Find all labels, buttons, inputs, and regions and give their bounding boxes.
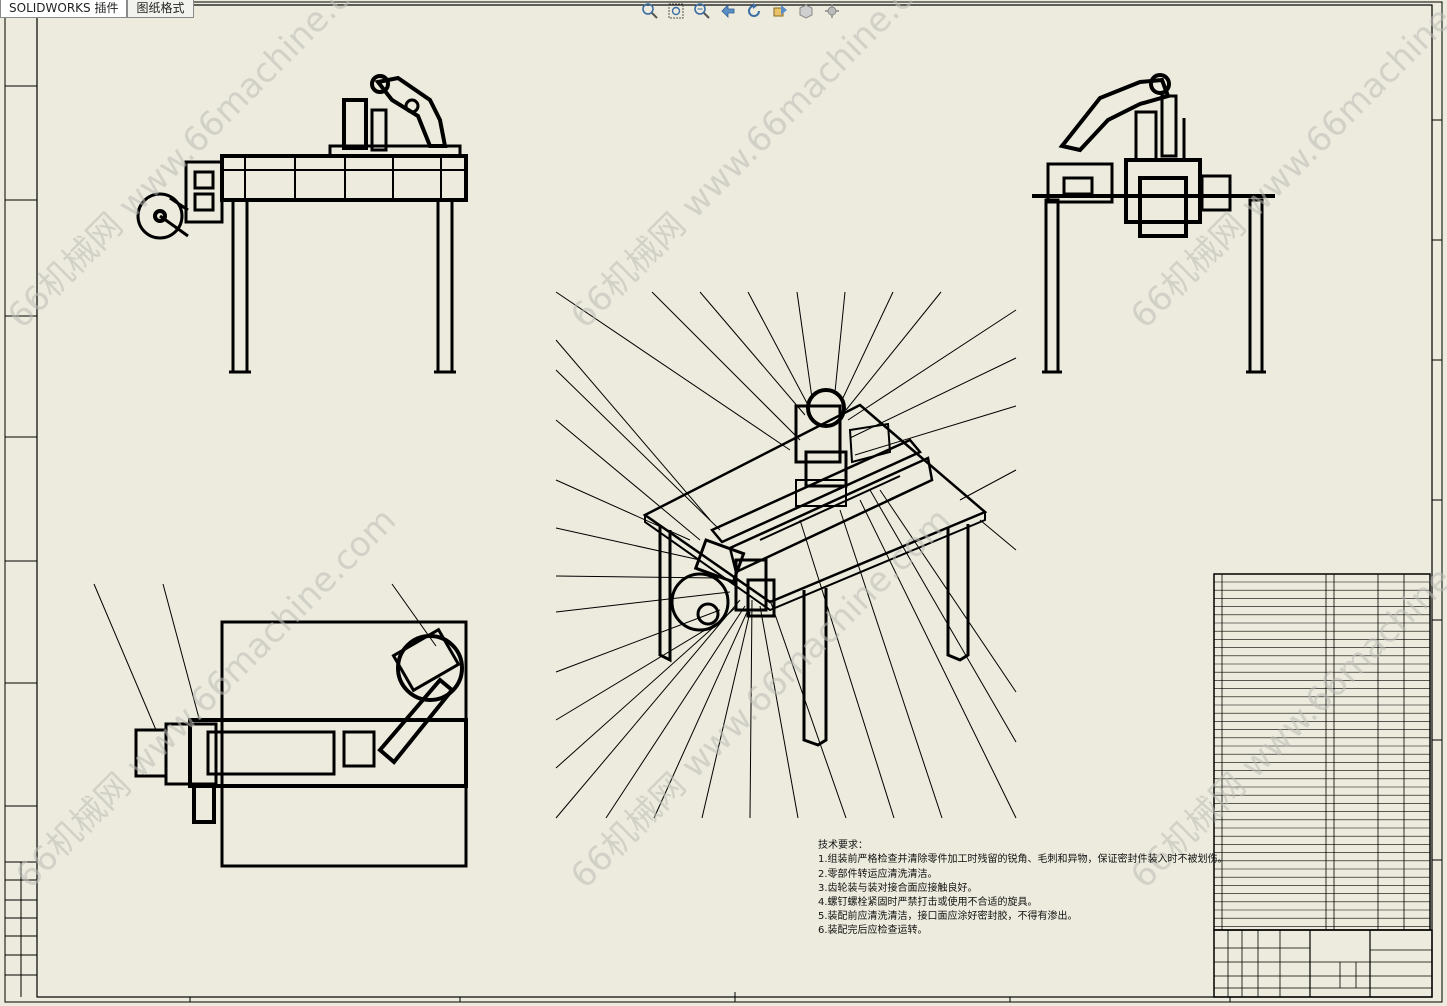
title-block — [1213, 929, 1433, 998]
tab-sheet-format[interactable]: 图纸格式 — [127, 0, 194, 18]
tab-solidworks-addins[interactable]: SOLIDWORKS 插件 — [0, 0, 128, 18]
pan-icon[interactable] — [770, 2, 790, 20]
watermark-text: 66机械网 www.66machine.com — [1123, 0, 1447, 336]
bottom-zone-strip — [189, 992, 1231, 1002]
watermark-text: 66机械网 www.66machine.com — [563, 0, 959, 336]
heads-up-view-toolbar — [640, 2, 842, 20]
isometric-view — [555, 291, 1017, 819]
tech-note: 2.零部件转运应清洗清洁。 — [818, 867, 938, 880]
side-view — [1032, 73, 1275, 374]
sheet-tabs: SOLIDWORKS 插件 图纸格式 — [0, 0, 194, 18]
tech-note: 1.组装前严格检查并清除零件加工时残留的锐角、毛刺和异物，保证密封件装入时不被划… — [818, 852, 1228, 865]
tech-note: 3.齿轮装与装对接合面应接触良好。 — [818, 881, 978, 894]
zoom-to-fit-icon[interactable] — [640, 2, 660, 20]
previous-view-icon[interactable] — [718, 2, 738, 20]
watermark-text: 66机械网 www.66machine.com — [8, 500, 404, 896]
watermark-text: 66机械网 www.66machine.com — [1123, 500, 1447, 896]
watermark-text: 66机械网 www.66machine.com — [0, 0, 396, 336]
bom-table — [1213, 573, 1431, 931]
view-settings-icon[interactable] — [822, 2, 842, 20]
rotate-view-icon[interactable] — [744, 2, 764, 20]
display-style-icon[interactable] — [796, 2, 816, 20]
sheet-outer-border — [4, 1, 1443, 1003]
left-zone-strip — [5, 85, 37, 997]
tech-note: 5.装配前应清洗清洁，接口面应涂好密封胶，不得有渗出。 — [818, 909, 1078, 922]
right-zone-strip — [1432, 119, 1442, 861]
tech-note: 4.螺钉螺栓紧固时严禁打击或使用不合适的旋具。 — [818, 895, 1038, 908]
top-view — [93, 583, 468, 868]
zoom-in-out-icon[interactable] — [692, 2, 712, 20]
tech-note: 6.装配完后应检查运转。 — [818, 923, 928, 936]
technical-requirements: 技术要求： 1.组装前严格检查并清除零件加工时残留的锐角、毛刺和异物，保证密封件… — [818, 838, 1228, 936]
tech-notes-title: 技术要求： — [818, 838, 868, 851]
front-view — [136, 74, 468, 374]
zoom-area-icon[interactable] — [666, 2, 686, 20]
balloon-leaders — [555, 291, 1017, 819]
